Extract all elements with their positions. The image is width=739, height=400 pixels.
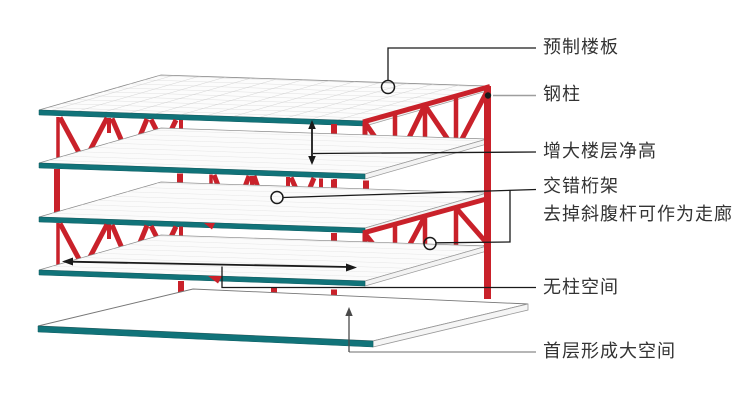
label-precast-floor-slab: 预制楼板 xyxy=(543,37,619,58)
leader-precast-slab xyxy=(387,47,536,81)
steel-corner-column xyxy=(484,86,491,299)
leader-clear-height xyxy=(312,151,537,155)
label-staggered-truss: 交错桁架 xyxy=(543,176,619,197)
circle-marker-precast-slab xyxy=(380,79,396,95)
label-column-free-space: 无柱空间 xyxy=(543,277,619,298)
circle-marker-right-truss xyxy=(423,236,437,251)
label-corridor-note: 去掉斜腹杆可作为走廊 xyxy=(543,204,733,225)
slab-top-precast xyxy=(38,74,488,127)
circle-marker-front-truss xyxy=(270,190,284,205)
leader-corridor-bracket xyxy=(436,190,511,244)
truss-seat-detail xyxy=(204,223,215,230)
dot-marker-steel-column xyxy=(484,92,492,99)
vertical-double-arrow xyxy=(308,120,316,165)
slab-edge-band xyxy=(37,325,374,348)
leader-column-free-space xyxy=(221,266,536,289)
slab-edge-band xyxy=(38,269,366,287)
up-arrow-head xyxy=(345,307,353,316)
horizontal-double-arrow xyxy=(62,257,357,272)
slab-4 xyxy=(38,234,488,287)
label-steel-column: 钢柱 xyxy=(543,84,581,105)
label-ground-floor-big-space: 首层形成大空间 xyxy=(543,341,676,362)
slab-edge-band xyxy=(38,162,366,180)
label-increased-clear-height: 增大楼层净高 xyxy=(543,141,657,162)
leader-staggered-truss xyxy=(283,188,537,199)
slab-2 xyxy=(38,127,488,180)
truss-seat-detail xyxy=(208,276,222,284)
ground-floor-slab xyxy=(37,288,529,348)
annotations xyxy=(62,47,537,353)
